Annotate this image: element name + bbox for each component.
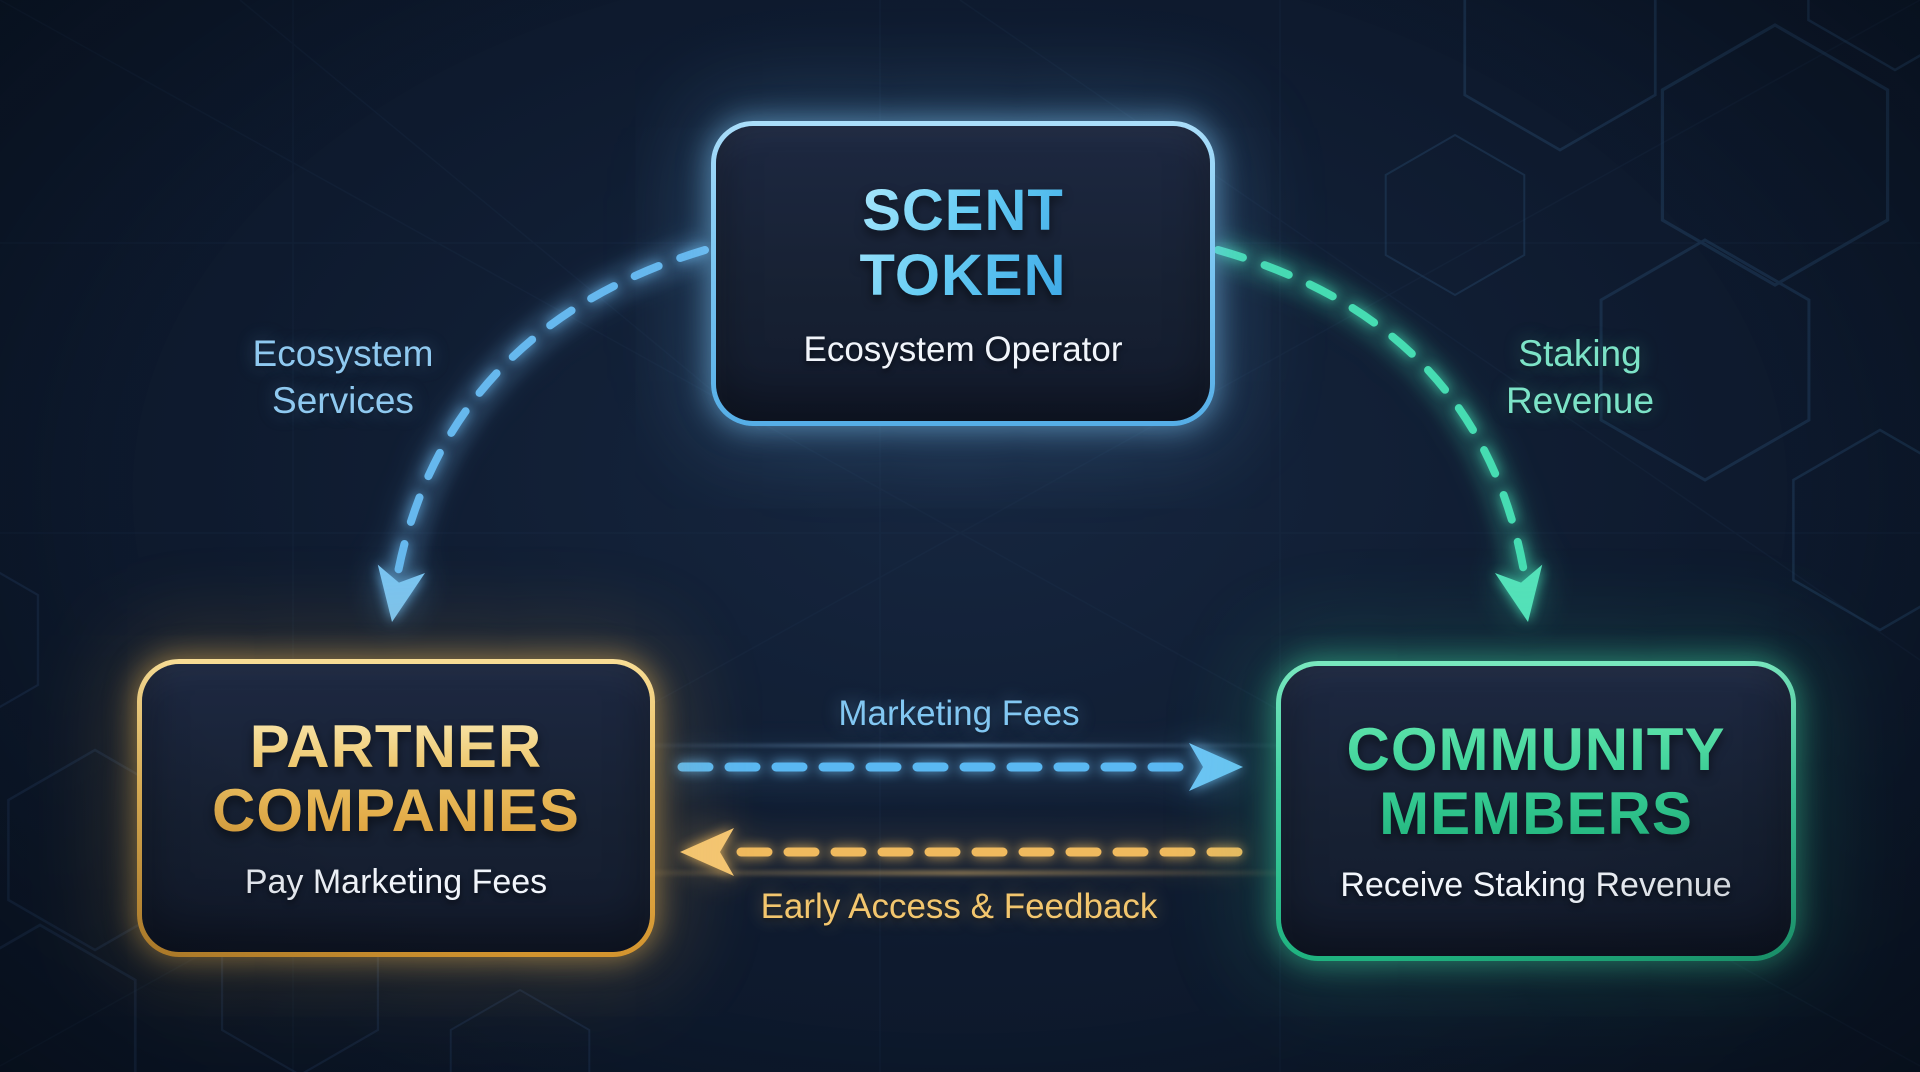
ecosystem-services-label: Ecosystem Services bbox=[252, 333, 434, 421]
arrowhead-right-icon bbox=[1189, 743, 1243, 791]
node-scent-token: SCENT TOKEN Ecosystem Operator bbox=[711, 121, 1215, 426]
scent-token-subtitle: Ecosystem Operator bbox=[803, 329, 1123, 369]
staking-revenue-label: Staking Revenue bbox=[1505, 333, 1655, 421]
partner-companies-subtitle: Pay Marketing Fees bbox=[244, 862, 548, 901]
marketing-fees-label: Marketing Fees bbox=[838, 694, 1080, 733]
scent-token-title: SCENT TOKEN bbox=[859, 177, 1067, 308]
staking-revenue-arrow bbox=[1214, 246, 1552, 627]
marketing-fees-arrow bbox=[677, 743, 1243, 791]
community-members-subtitle: Receive Staking Revenue bbox=[1340, 865, 1732, 904]
node-community-members-body: COMMUNITY MEMBERS Receive Staking Revenu… bbox=[1281, 666, 1791, 956]
node-community-members: COMMUNITY MEMBERS Receive Staking Revenu… bbox=[1276, 661, 1796, 961]
partner-companies-title: PARTNER COMPANIES bbox=[212, 712, 580, 844]
arrowhead-left-icon bbox=[680, 828, 734, 876]
node-scent-token-body: SCENT TOKEN Ecosystem Operator bbox=[716, 126, 1210, 421]
early-access-feedback-label: Early Access & Feedback bbox=[760, 887, 1158, 926]
community-members-title: COMMUNITY MEMBERS bbox=[1346, 715, 1726, 847]
node-partner-companies-body: PARTNER COMPANIES Pay Marketing Fees bbox=[142, 664, 650, 952]
early-access-feedback-arrow bbox=[680, 828, 1243, 876]
node-partner-companies: PARTNER COMPANIES Pay Marketing Fees bbox=[137, 659, 655, 957]
